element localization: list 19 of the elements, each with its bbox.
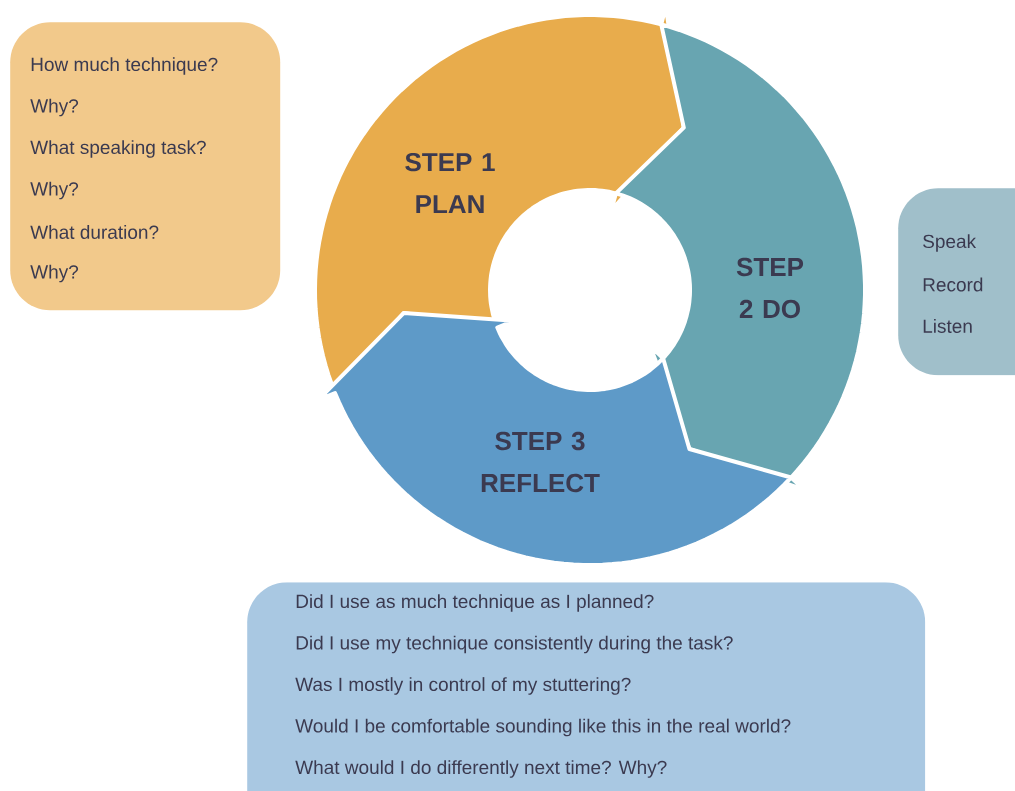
question-text: Speak	[923, 234, 977, 252]
question-text: What would I do differently next time? Why?	[295, 760, 667, 778]
question-box	[10, 22, 281, 311]
cycle-segment: STEP 2 DO	[613, 22, 867, 492]
question-text: How much technique?	[31, 57, 218, 75]
question-text: Did I use as much technique as I planned?	[296, 594, 654, 612]
question-text: Listen	[923, 319, 972, 333]
cycle-segment: STEP 1 PLAN	[313, 5, 686, 395]
question-text: Would I be comfortable sounding like this in the real world?	[295, 718, 791, 737]
question-box	[247, 582, 926, 791]
question-text: Why?	[30, 98, 79, 117]
question-text: Record	[923, 277, 983, 292]
question-text: What duration?	[30, 225, 159, 239]
question-text: What speaking task?	[30, 140, 206, 158]
question-text: Why?	[30, 181, 79, 200]
question-text: Did I use my technique consistently during the task?	[296, 635, 733, 654]
question-text: Why?	[30, 264, 79, 283]
question-box	[898, 188, 1015, 376]
question-text: Was I mostly in control of my stuttering?	[295, 677, 631, 695]
